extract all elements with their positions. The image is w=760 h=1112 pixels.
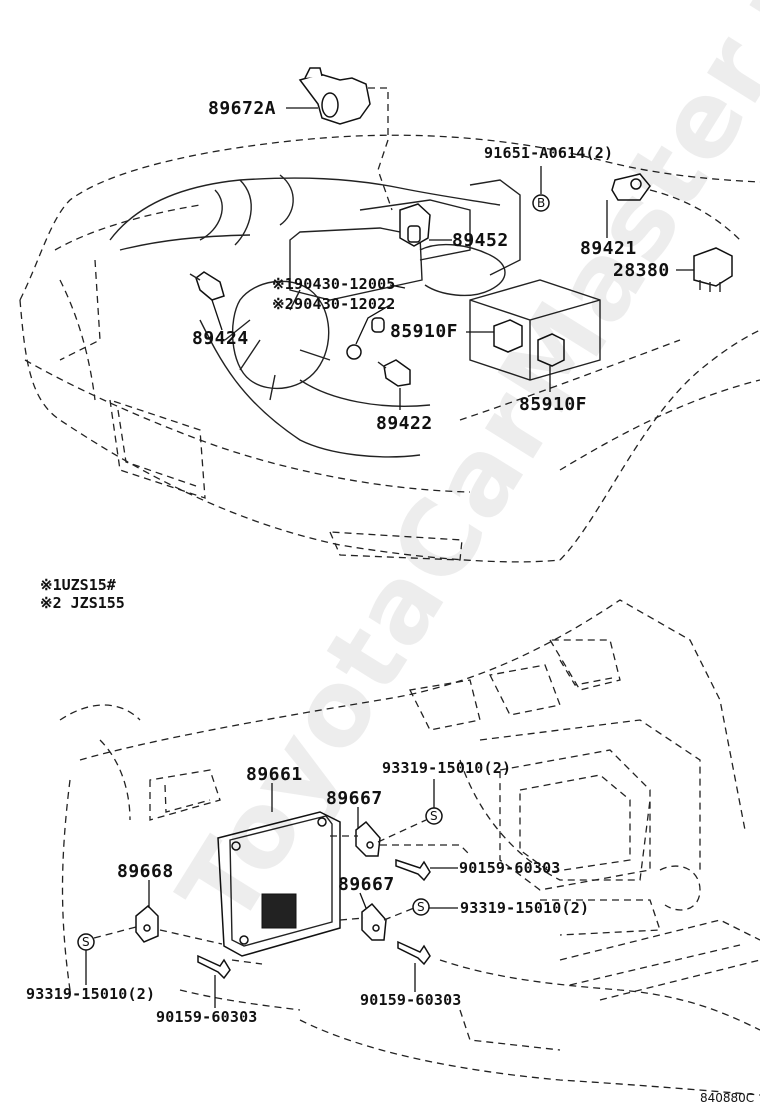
label-89667-b: 89667	[338, 874, 395, 895]
bolts-90159-60303	[197, 858, 431, 980]
label-93319-15010-mid: 93319-15010(2)	[460, 899, 590, 917]
bracket-89668	[135, 904, 159, 943]
note-1: ※1UZS15#	[40, 576, 116, 594]
label-93319-15010-top: 93319-15010(2)	[382, 759, 512, 777]
ecu-89661	[217, 811, 341, 957]
label-89661: 89661	[246, 764, 303, 785]
screw-s-top-letter: S	[430, 809, 438, 823]
gaskets-190430-290430	[346, 317, 385, 360]
car-front-outline	[19, 134, 760, 563]
dashboard-outline	[59, 599, 760, 1096]
relay-28380	[693, 247, 733, 292]
relay-85910F-a	[493, 319, 523, 353]
sensor-89422	[377, 359, 411, 387]
label-90159-60303-c: 90159-60303	[360, 991, 462, 1009]
label-28380: 28380	[613, 260, 670, 281]
vacuum-sensor-89452	[399, 203, 431, 247]
sensor-89424	[189, 271, 225, 301]
bracket-89667-a	[355, 820, 381, 857]
bracket-89667-b	[361, 902, 387, 941]
diagram-code: 840880C	[700, 1091, 755, 1105]
label-89422: 89422	[376, 413, 433, 434]
label-89421: 89421	[580, 238, 637, 259]
sensor-89421	[611, 173, 651, 201]
label-89668: 89668	[117, 861, 174, 882]
note-2: ※2 JZS155	[40, 594, 125, 612]
label-89667-a: 89667	[326, 788, 383, 809]
label-91651-A0614: 91651-A0614(2)	[484, 144, 614, 162]
screw-s-left-letter: S	[82, 935, 90, 949]
engine-block-outline	[109, 174, 521, 458]
label-190430-12005: ※190430-12005	[272, 275, 396, 293]
bolt-b-marker	[532, 194, 550, 212]
label-85910F-a: 85910F	[390, 321, 459, 342]
relay-85910F-b	[537, 333, 565, 367]
label-89672A: 89672A	[208, 98, 277, 119]
label-85910F-b: 85910F	[519, 394, 588, 415]
bolt-b-marker-letter: B	[537, 196, 546, 210]
screw-s-mid	[412, 898, 430, 916]
screw-s-mid-letter: S	[417, 900, 425, 914]
label-90159-60303-b: 90159-60303	[156, 1008, 258, 1026]
label-290430-12022: ※290430-12022	[272, 295, 396, 313]
label-89452: 89452	[452, 230, 509, 251]
label-89424: 89424	[192, 328, 249, 349]
label-90159-60303-a: 90159-60303	[459, 859, 561, 877]
relay-box	[469, 279, 601, 381]
label-93319-15010-left: 93319-15010(2)	[26, 985, 156, 1003]
camshaft-sensor-89672A	[298, 67, 371, 125]
